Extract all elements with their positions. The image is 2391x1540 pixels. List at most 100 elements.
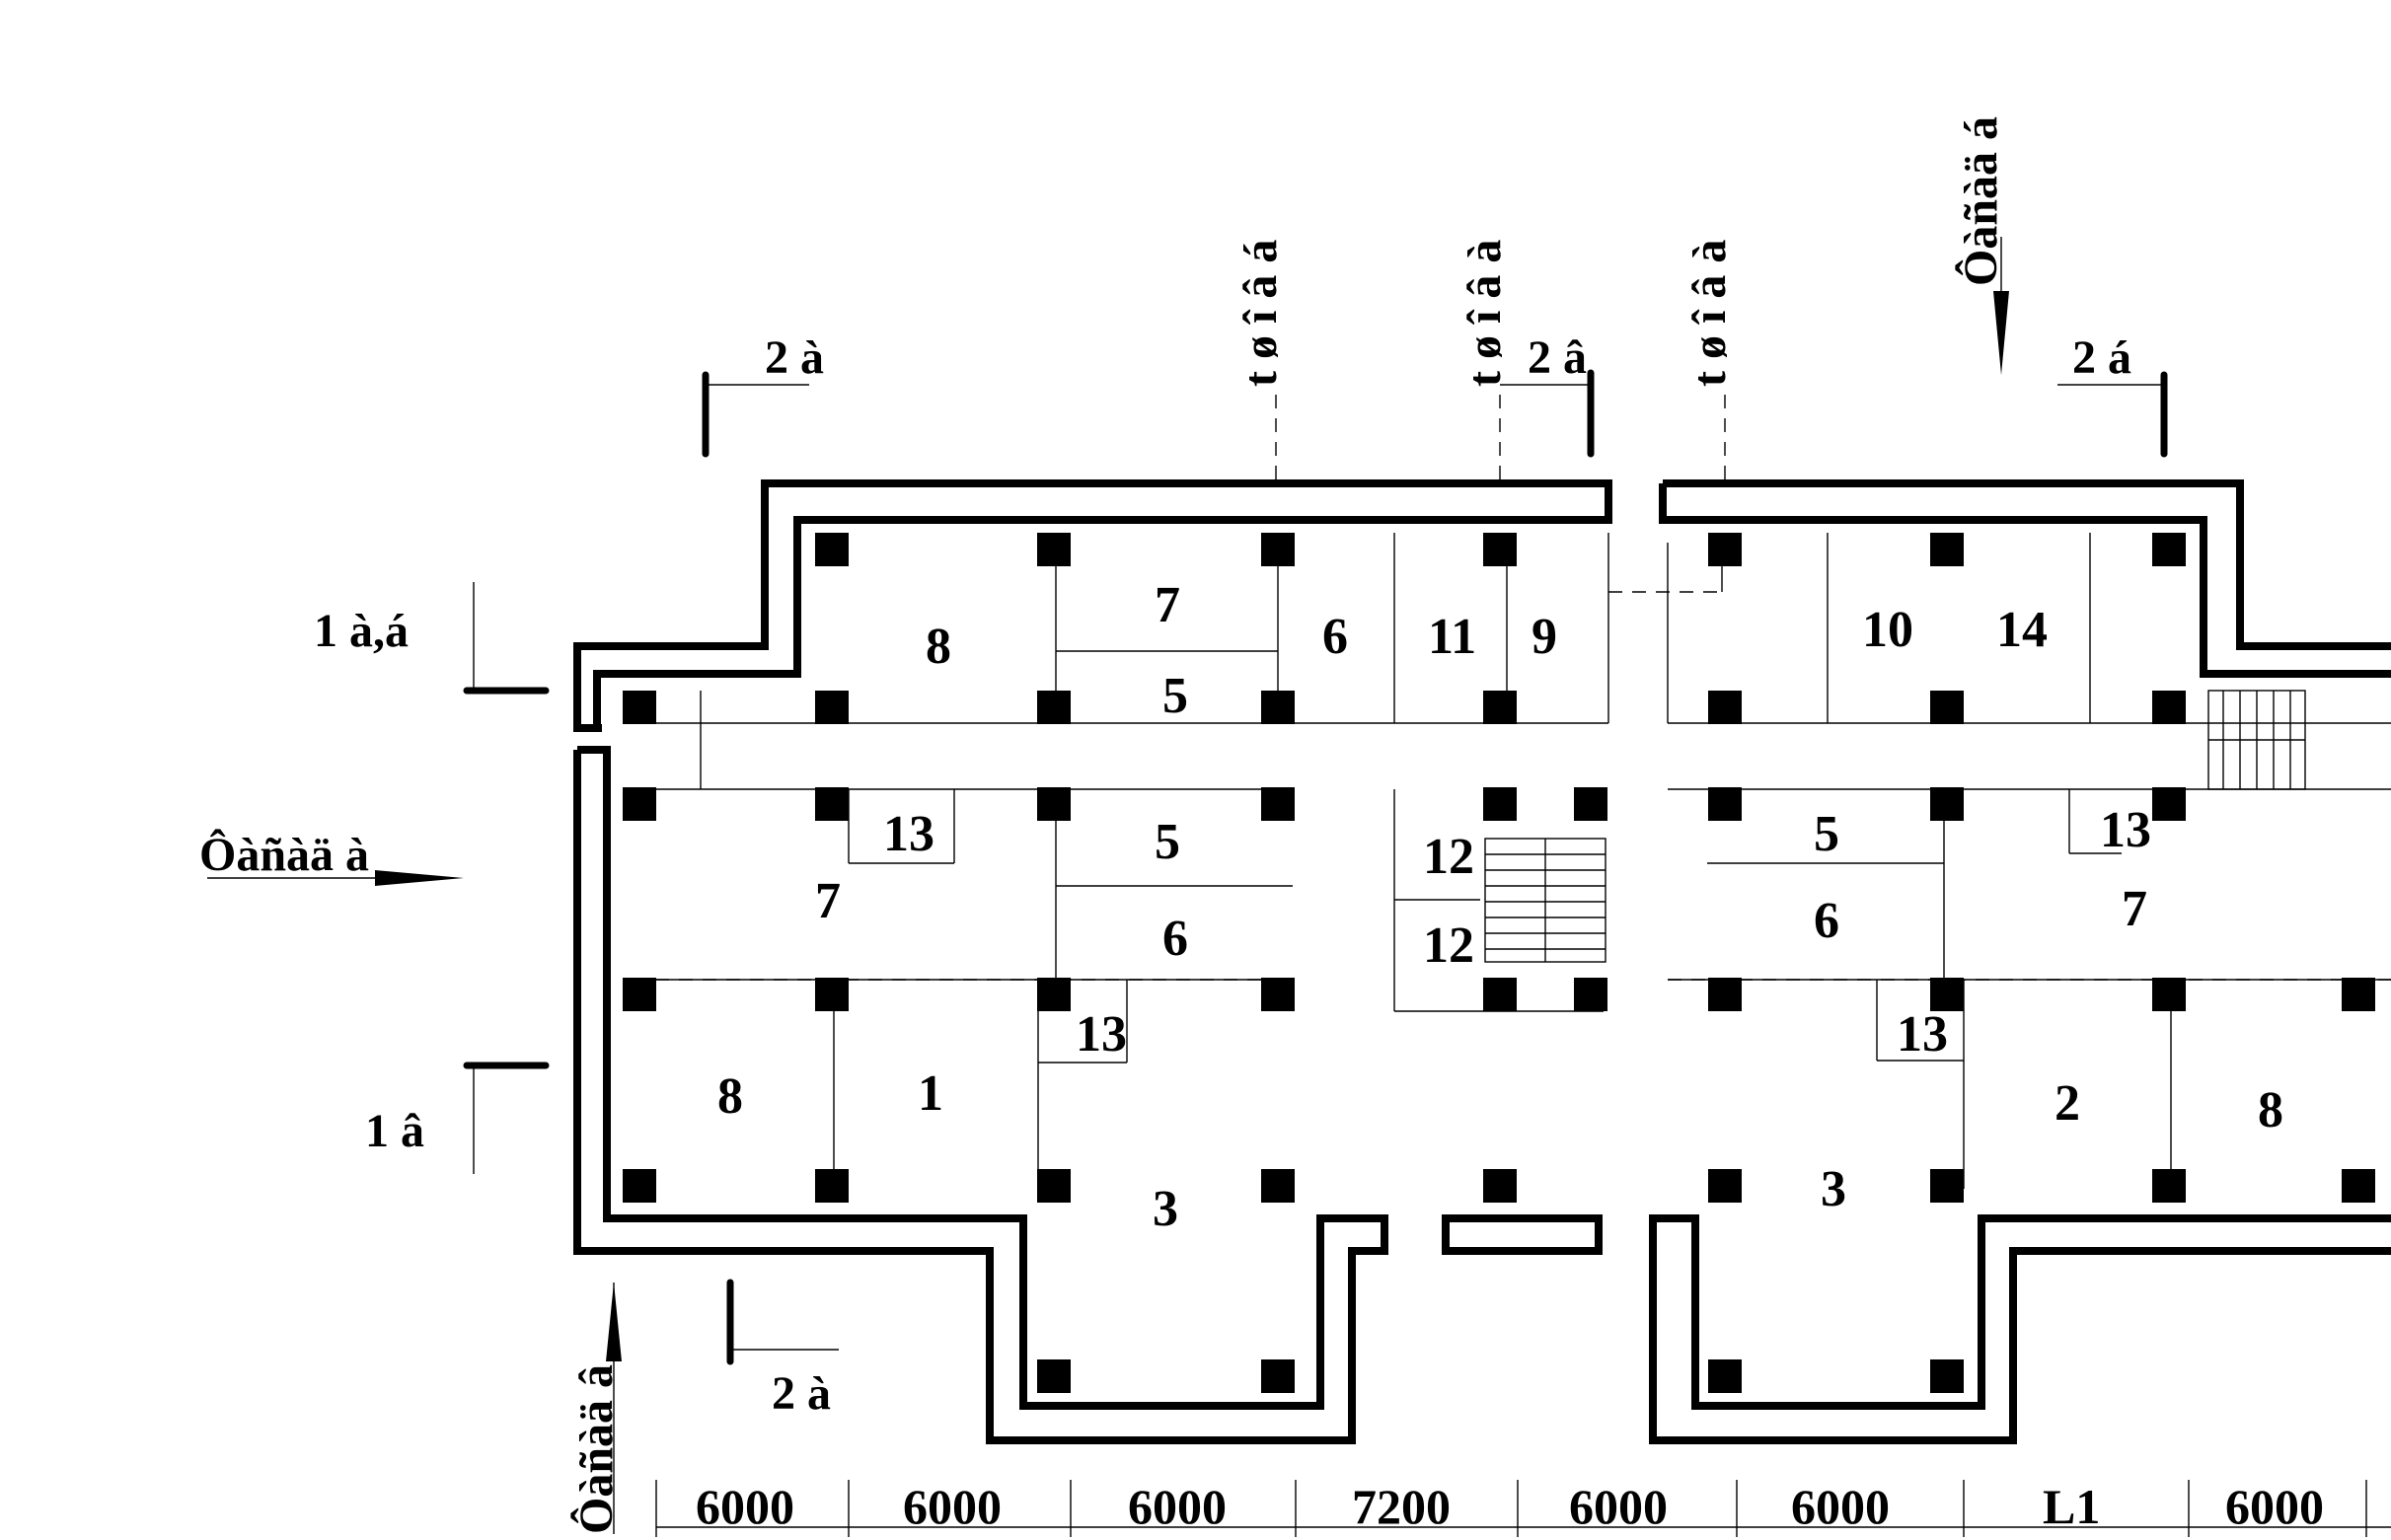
entrance-top-arrow xyxy=(1993,291,2009,375)
room-label: 9 xyxy=(1532,609,1557,665)
dimension-label: 6000 xyxy=(1791,1479,1890,1534)
column xyxy=(1483,533,1517,566)
room-label: 5 xyxy=(1155,814,1180,870)
room-label: 13 xyxy=(1897,1006,1948,1063)
room-label: 12 xyxy=(1423,917,1474,974)
column xyxy=(1261,978,1295,1011)
column xyxy=(1708,978,1742,1011)
column xyxy=(815,533,849,566)
entrance-top-label: Ôàñàä á xyxy=(1954,116,2007,286)
room-label: 3 xyxy=(1821,1161,1846,1217)
room-label: 5 xyxy=(1162,668,1188,724)
column xyxy=(1930,691,1964,724)
room-label: 8 xyxy=(717,1068,743,1125)
column xyxy=(623,978,656,1011)
room-label: 6 xyxy=(1162,911,1188,967)
columns xyxy=(623,533,2375,1393)
dimension-label: 6000 xyxy=(696,1479,794,1534)
column xyxy=(1261,533,1295,566)
column xyxy=(1037,1169,1071,1203)
column xyxy=(1930,533,1964,566)
column xyxy=(2152,691,2186,724)
column xyxy=(1483,978,1517,1011)
column xyxy=(1261,1169,1295,1203)
section-mark-bottom-left: 2 à xyxy=(772,1367,831,1420)
room-label: 11 xyxy=(1428,609,1476,665)
column xyxy=(1930,1169,1964,1203)
column xyxy=(623,787,656,821)
column xyxy=(1930,1359,1964,1393)
room-labels: 8 7 5 6 11 9 10 14 13 7 5 6 12 12 5 13 6… xyxy=(717,577,2283,1237)
column xyxy=(815,691,849,724)
column xyxy=(1037,533,1071,566)
column xyxy=(1483,691,1517,724)
entrance-bottom-label: Ôàñàä â xyxy=(569,1364,623,1534)
room-label: 5 xyxy=(1814,806,1839,862)
dimension-label: 7200 xyxy=(1352,1479,1451,1534)
column xyxy=(2152,1169,2186,1203)
column xyxy=(1037,691,1071,724)
column xyxy=(1574,787,1607,821)
dimension-label: 6000 xyxy=(2225,1479,2324,1534)
entrances: Ôàñàä á Ôàñàä à Ôàñàä â xyxy=(199,116,2009,1534)
room-label: 2 xyxy=(2055,1075,2080,1132)
stairs-central xyxy=(1484,838,1606,963)
column xyxy=(1708,691,1742,724)
column xyxy=(623,691,656,724)
room-label: 10 xyxy=(1862,602,1913,658)
column xyxy=(1037,978,1071,1011)
column xyxy=(1037,1359,1071,1393)
room-label: 6 xyxy=(1322,609,1348,665)
column xyxy=(1483,1169,1517,1203)
column xyxy=(1708,1359,1742,1393)
entrance-bottom-arrow xyxy=(606,1283,622,1361)
column xyxy=(1261,787,1295,821)
axis-label-2: t ø î â à xyxy=(1458,240,1511,387)
room-label: 8 xyxy=(926,619,951,675)
column xyxy=(1261,1359,1295,1393)
column xyxy=(623,1169,656,1203)
dimension-label: 6000 xyxy=(1128,1479,1227,1534)
entrance-left-label: Ôàñàä à xyxy=(199,828,369,881)
room-label: 14 xyxy=(1996,602,2048,658)
room-label: 3 xyxy=(1153,1181,1178,1237)
column xyxy=(2152,978,2186,1011)
room-label: 13 xyxy=(883,806,934,862)
column xyxy=(1930,978,1964,1011)
room-label: 7 xyxy=(2122,881,2147,937)
column xyxy=(1037,787,1071,821)
dimension-label: L1 xyxy=(2043,1479,2100,1534)
column xyxy=(1708,1169,1742,1203)
column xyxy=(2342,1169,2375,1203)
room-label: 13 xyxy=(1076,1006,1127,1063)
section-mark-top-left: 2 à xyxy=(765,331,824,384)
column xyxy=(815,787,849,821)
axis-label-1: t ø î â á xyxy=(1234,240,1287,387)
room-label: 13 xyxy=(2100,802,2151,858)
column xyxy=(1261,691,1295,724)
room-label: 12 xyxy=(1423,829,1474,885)
column xyxy=(2342,978,2375,1011)
column xyxy=(1930,787,1964,821)
dimension-chain: 6000 6000 6000 7200 6000 6000 L1 6000 xyxy=(655,1479,2391,1537)
dimension-label: 6000 xyxy=(1569,1479,1668,1534)
section-mark-left-lower: 1 â xyxy=(365,1105,424,1157)
exterior-walls xyxy=(573,479,2391,1444)
room-label: 7 xyxy=(815,873,841,929)
room-label: 6 xyxy=(1814,893,1839,949)
section-mark-top-mid: 2 â xyxy=(1528,331,1587,384)
axis-label-3: t ø î â à xyxy=(1683,240,1736,387)
column xyxy=(815,1169,849,1203)
entrance-left-arrow xyxy=(375,870,464,886)
column xyxy=(1708,787,1742,821)
room-label: 1 xyxy=(918,1065,943,1122)
room-label: 7 xyxy=(1155,577,1180,633)
column xyxy=(2152,787,2186,821)
room-label: 8 xyxy=(2258,1082,2283,1138)
column xyxy=(1483,787,1517,821)
dimension-label: 6000 xyxy=(903,1479,1002,1534)
column xyxy=(1708,533,1742,566)
section-marks: 2 à 2 â 2 á 2 à 1 à,á 1 â xyxy=(314,331,2168,1420)
section-mark-left-upper: 1 à,á xyxy=(314,605,409,657)
